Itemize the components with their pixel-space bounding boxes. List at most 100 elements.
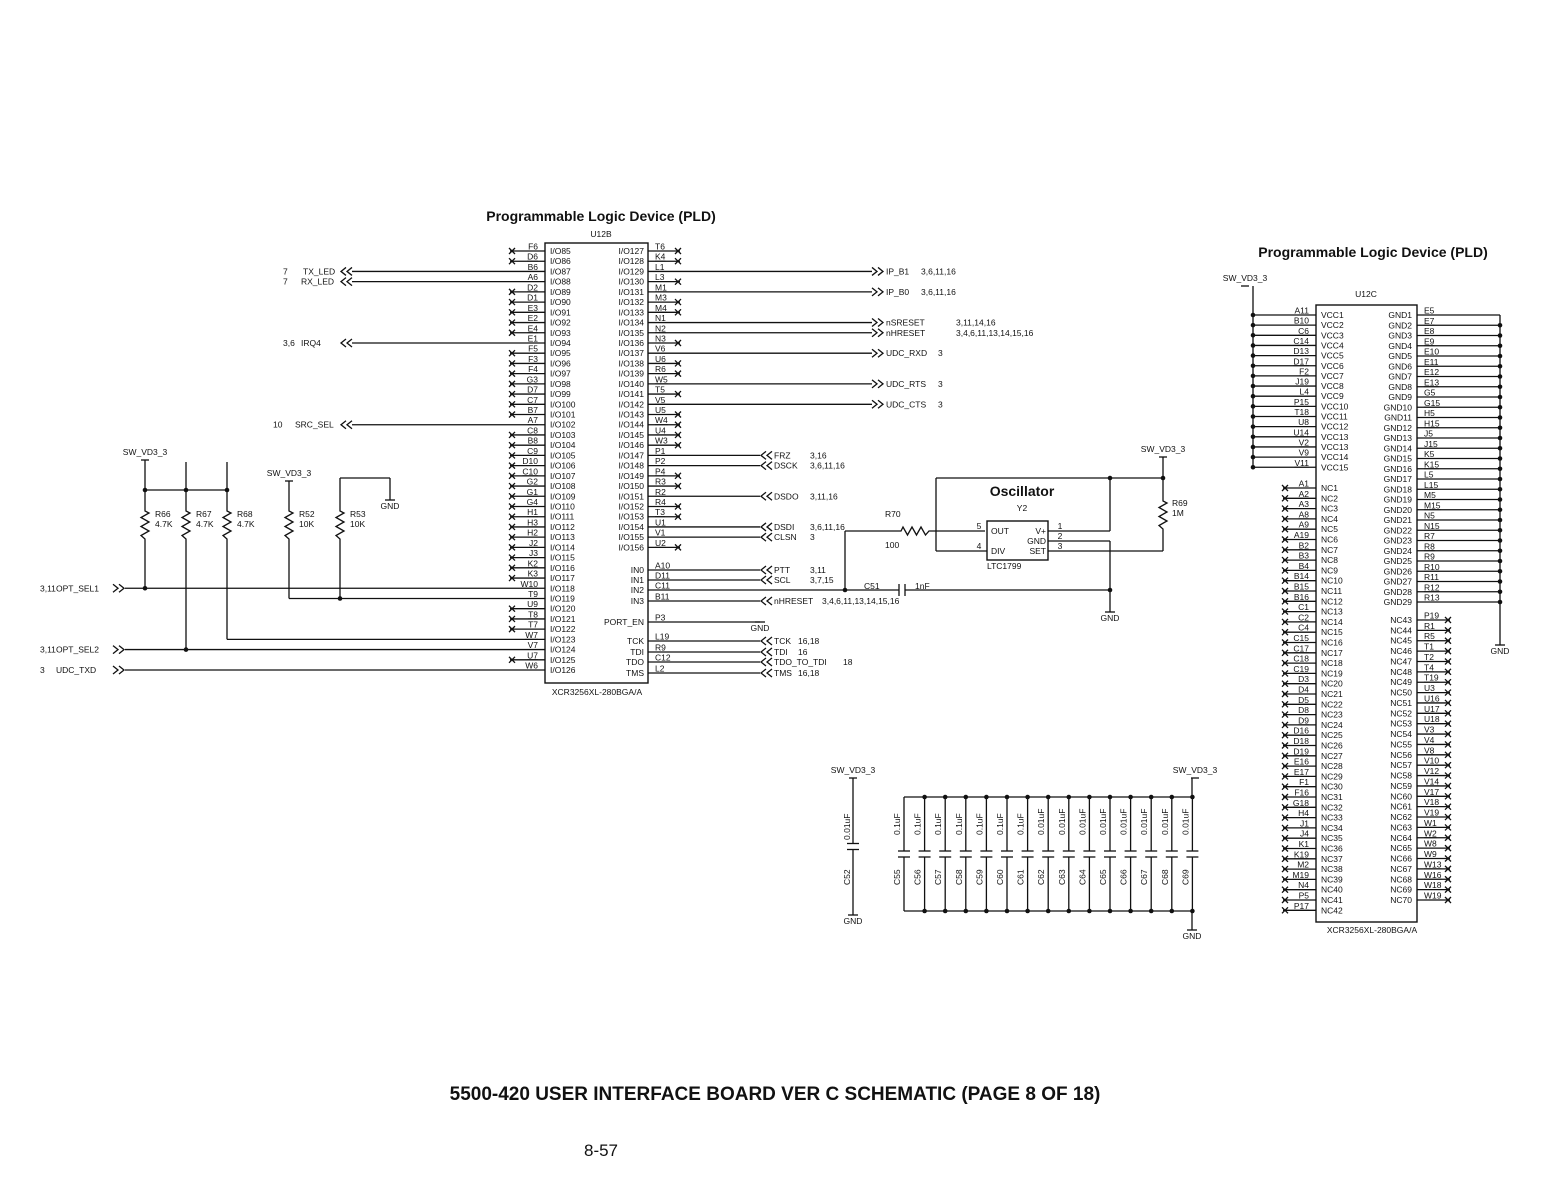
net-ref: 3,11: [40, 583, 56, 593]
pin-number: T1: [1424, 642, 1434, 652]
pin-name: NC61: [1390, 802, 1412, 812]
pin-name: GND12: [1384, 423, 1413, 433]
net-ref: 16: [798, 647, 808, 657]
no-connect-icon: [1281, 803, 1289, 811]
no-connect-icon: [1444, 626, 1452, 634]
junction-dot: [1148, 794, 1154, 800]
pin-name: NC49: [1390, 677, 1412, 687]
pin-number: U8: [1298, 417, 1309, 427]
junction-dot: [1190, 908, 1195, 914]
oscillator-pin-name: V+: [1035, 526, 1046, 536]
page-number: 8-57: [584, 1141, 618, 1160]
pin-name: NC25: [1321, 730, 1343, 740]
capacitor-value: 0.01uF: [1160, 809, 1170, 835]
no-connect-icon: [508, 400, 516, 408]
resistor-icon: [334, 505, 346, 545]
pin-number: K5: [1424, 449, 1435, 459]
junction-dot: [942, 908, 948, 914]
no-connect-icon: [674, 503, 682, 510]
r70-ref: R70: [885, 509, 901, 519]
no-connect-icon: [508, 554, 516, 562]
off-page-connector-icon: [112, 665, 126, 675]
off-page-connector-icon: [759, 461, 773, 471]
pin-number: F16: [1294, 788, 1309, 798]
pin-number: D16: [1293, 726, 1309, 736]
pin-name: I/O139: [618, 369, 644, 379]
pin-number: R7: [1424, 531, 1435, 541]
pin-name: NC45: [1390, 636, 1412, 646]
pin-name: I/O86: [550, 256, 571, 266]
pin-number: R1: [1424, 621, 1435, 631]
pin-name: NC56: [1390, 750, 1412, 760]
no-connect-icon: [508, 247, 516, 255]
no-connect-icon: [1281, 566, 1289, 574]
pin-number: K15: [1424, 459, 1439, 469]
pin-name: I/O132: [618, 297, 644, 307]
junction-dot: [942, 794, 948, 800]
pin-number: D19: [1293, 746, 1309, 756]
pin-number: R3: [655, 477, 666, 487]
no-connect-icon: [1444, 647, 1452, 655]
net-ref: 3,11,16: [810, 491, 838, 501]
pin-number: B14: [1294, 571, 1309, 581]
no-connect-icon: [1281, 814, 1289, 822]
net-label-ip_b1: IP_B1: [886, 266, 909, 276]
pin-name: I/O156: [618, 542, 644, 552]
no-connect-icon: [1281, 556, 1289, 564]
pin-number: A11: [1295, 306, 1310, 316]
no-connect-icon: [674, 308, 682, 316]
capacitor-value: 0.01uF: [1139, 809, 1149, 835]
pin-number: W18: [1424, 880, 1442, 890]
junction-dot: [922, 794, 927, 800]
junction-dot: [1128, 794, 1133, 800]
pin-name: I/O107: [550, 471, 576, 481]
pin-name: VCC14: [1321, 452, 1349, 462]
pin-number: R9: [1424, 552, 1435, 562]
pin-name: I/O113: [550, 532, 575, 542]
capacitor-ref: C57: [933, 869, 943, 885]
pin-name: I/O91: [550, 307, 571, 317]
pin-number: A9: [1299, 520, 1310, 530]
pin-number: E3: [528, 303, 539, 313]
no-connect-icon: [1444, 668, 1452, 676]
no-connect-icon: [1281, 680, 1289, 688]
pin-name: I/O106: [550, 461, 576, 471]
pin-number: V1: [655, 528, 666, 538]
pin-name: I/O98: [550, 379, 571, 389]
power-label: SW_VD3_3: [831, 765, 876, 775]
pin-number: R5: [1424, 631, 1435, 641]
pin-number: C7: [527, 395, 538, 405]
pin-name: TCK: [627, 636, 644, 646]
junction-dot: [1497, 374, 1503, 379]
pin-name: GND22: [1384, 525, 1413, 535]
capacitor-value: 0.01uF: [1036, 809, 1046, 835]
no-connect-icon: [1281, 721, 1289, 729]
oscillator-pin-name: DIV: [991, 546, 1006, 556]
resistor-value: 10K: [350, 519, 365, 529]
no-connect-icon: [508, 482, 516, 490]
pin-number: J3: [529, 548, 538, 558]
no-connect-icon: [1281, 505, 1289, 513]
pin-number: D9: [1298, 715, 1309, 725]
pin-number: C10: [522, 466, 538, 476]
pin-number: V5: [655, 395, 666, 405]
u12b-heading: Programmable Logic Device (PLD): [486, 208, 716, 224]
pin-name: I/O126: [550, 665, 576, 675]
no-connect-icon: [508, 257, 516, 265]
off-page-connector-icon: [871, 328, 885, 338]
junction-dot: [1169, 908, 1175, 914]
pin-number: H3: [527, 517, 538, 527]
net-ref: 3: [938, 379, 943, 389]
pin-name: NC20: [1321, 679, 1343, 689]
junction-dot: [1250, 383, 1256, 389]
pin-name: I/O85: [550, 246, 571, 256]
pin-number: U16: [1424, 693, 1440, 703]
no-connect-icon: [674, 421, 682, 429]
pin-name: I/O114: [550, 542, 575, 552]
pin-number: J19: [1295, 377, 1309, 387]
pin-number: W13: [1424, 859, 1442, 869]
no-connect-icon: [508, 625, 516, 633]
junction-dot: [1250, 343, 1256, 348]
no-connect-icon: [508, 308, 516, 316]
u12c-heading: Programmable Logic Device (PLD): [1258, 244, 1488, 260]
